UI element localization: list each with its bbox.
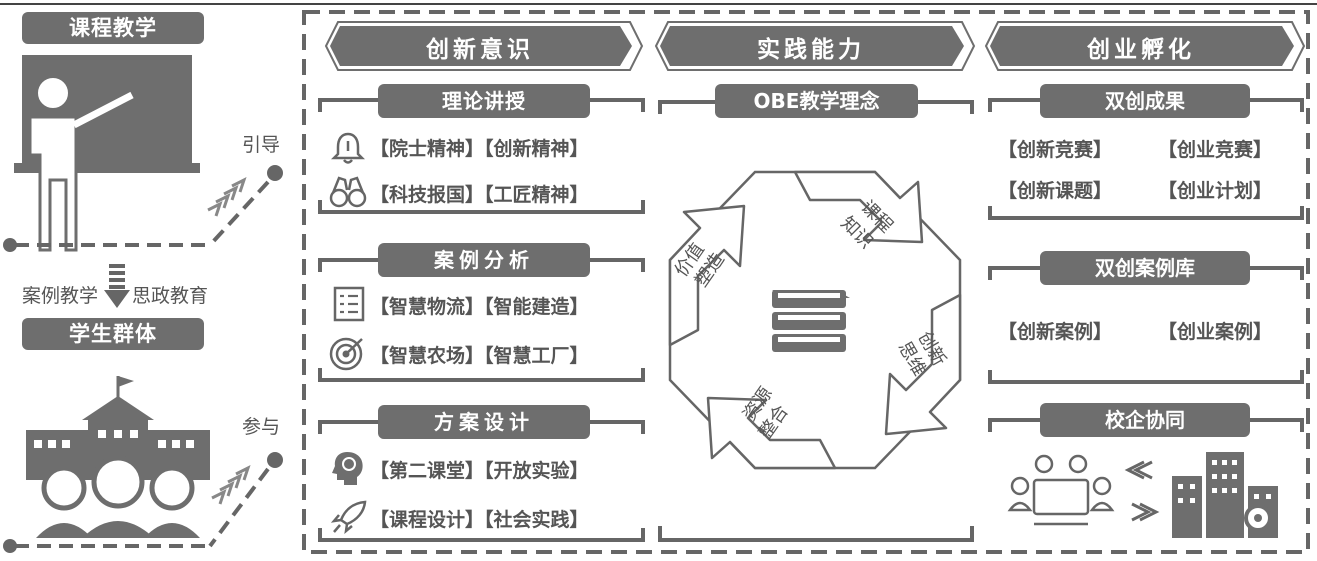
case-line-2: 【智慧农场】【智慧工厂】 <box>370 345 589 367</box>
course-teaching-label: 课程教学 <box>22 12 204 44</box>
result-innovation-competition: 【创新竞赛】 <box>998 139 1113 161</box>
obe-cycle-diagram: 课程 知识 创新 思维 资源 整合 价值 塑造 <box>668 170 962 470</box>
brain-head-icon <box>332 452 363 485</box>
dual-innovation-results-title: 双创成果 <box>1040 84 1250 118</box>
column-header-entrepreneurship-incubation: 创业孵化 <box>1087 37 1195 63</box>
plan-design-title: 方案设计 <box>378 405 590 439</box>
obe-concept-title: OBE教学理念 <box>715 84 918 118</box>
theory-line-2: 【科技报国】【工匠精神】 <box>370 184 589 206</box>
theory-line-1: 【院士精神】【创新精神】 <box>370 138 589 160</box>
case-teaching-label: 案例教学 <box>22 285 99 307</box>
result-entrepreneurship-plan: 【创业计划】 <box>1158 180 1273 202</box>
theory-teaching-title: 理论讲授 <box>378 84 590 118</box>
school-enterprise-collaboration-title: 校企协同 <box>1040 403 1250 437</box>
school-students-illustration <box>26 376 210 538</box>
plan-line-2: 【课程设计】【社会实践】 <box>370 509 589 531</box>
column-header-innovation-awareness: 创新意识 <box>426 37 534 63</box>
student-group-label: 学生群体 <box>22 318 204 350</box>
guide-arrow-path <box>3 165 283 252</box>
participate-arrow-path <box>3 452 283 553</box>
ideology-education-label: 思政教育 <box>132 285 209 307</box>
case-entrepreneurship: 【创业案例】 <box>1158 321 1273 343</box>
case-line-1: 【智慧物流】【智能建造】 <box>370 296 589 318</box>
dual-case-library-title: 双创案例库 <box>1040 251 1250 285</box>
checklist-icon <box>333 286 365 322</box>
exchange-arrows-icon <box>1124 460 1160 522</box>
books-icon <box>772 290 850 352</box>
case-innovation: 【创新案例】 <box>998 321 1113 343</box>
bell-icon <box>331 132 365 164</box>
plan-line-1: 【第二课堂】【开放实验】 <box>370 460 589 482</box>
meeting-table-icon <box>1007 454 1115 526</box>
case-analysis-title: 案例分析 <box>378 243 590 277</box>
top-rule <box>0 3 1317 5</box>
participate-label: 参与 <box>242 416 281 438</box>
column-header-practical-ability: 实践能力 <box>757 37 865 63</box>
target-icon <box>329 337 363 371</box>
enterprise-buildings-icon <box>1172 452 1278 538</box>
result-innovation-project: 【创新课题】 <box>998 180 1113 202</box>
rocket-icon <box>331 500 367 534</box>
binoculars-icon <box>329 176 367 208</box>
result-entrepreneurship-competition: 【创业竞赛】 <box>1158 139 1273 161</box>
down-arrow-icon <box>104 264 130 308</box>
column-header-banners <box>324 21 1306 71</box>
guide-label: 引导 <box>242 134 281 156</box>
teacher-board-illustration <box>14 55 200 252</box>
